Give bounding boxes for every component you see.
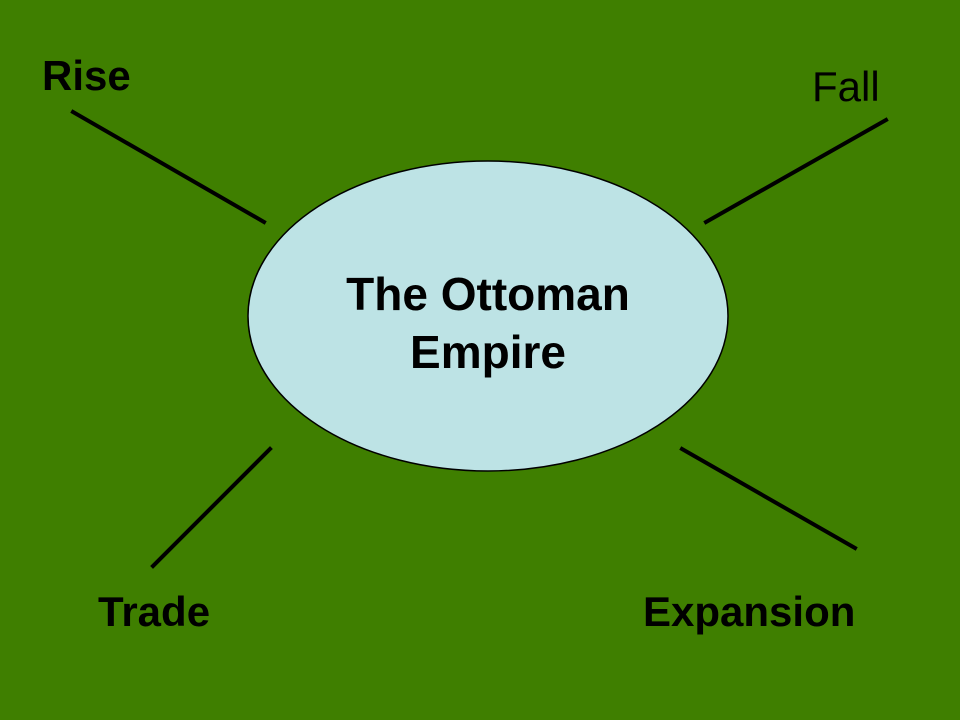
center-topic-line-1: The Ottoman (346, 268, 630, 320)
connector-expansion (679, 446, 858, 551)
connector-rise (70, 109, 267, 225)
branch-label-rise: Rise (42, 52, 131, 99)
connector-fall (703, 117, 889, 225)
center-ellipse (247, 160, 729, 472)
branch-label-expansion: Expansion (643, 588, 856, 635)
branch-label-trade: Trade (98, 588, 211, 635)
center-topic: The Ottoman Empire (250, 265, 726, 381)
branch-label-fall: Fall (812, 63, 880, 110)
connector-trade (150, 446, 273, 569)
center-topic-line-2: Empire (410, 326, 566, 378)
